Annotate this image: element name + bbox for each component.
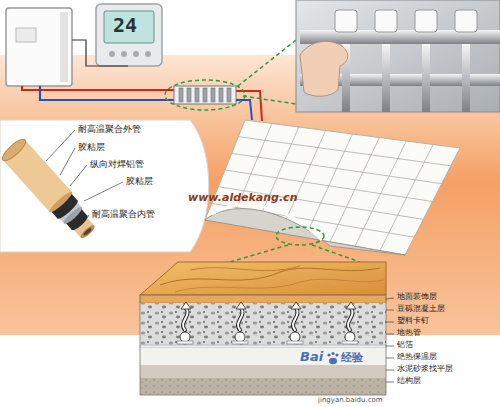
watermark: 经验: [341, 352, 363, 365]
layer-label: 塑料卡钉: [397, 316, 429, 325]
part-label: 耐高温聚合内管: [92, 209, 155, 219]
watermark: jingyan.baidu.com: [318, 396, 383, 404]
part-label: 胶粘层: [126, 176, 153, 186]
layer-label: 豆砾混凝土层: [397, 304, 445, 313]
lcd-reading: 24: [113, 14, 137, 37]
layer-label: 铝箔: [397, 340, 413, 349]
watermark: Bai: [300, 350, 323, 365]
part-label: 纵向对焊铝管: [90, 159, 144, 169]
layer-label: 结构层: [397, 376, 421, 385]
layer-label: 地面装饰层: [397, 292, 437, 301]
layer-label: 绝热保温层: [397, 352, 437, 361]
part-label: 耐高温聚合外管: [78, 124, 141, 134]
layer-label: 地热管: [397, 328, 421, 337]
watermark: www.aldekang.cn: [188, 192, 297, 205]
part-label: 胶粘层: [78, 142, 105, 152]
layer-label: 水泥砂浆找平层: [397, 364, 453, 373]
tile-line: [238, 137, 451, 166]
tile-line: [232, 153, 442, 183]
